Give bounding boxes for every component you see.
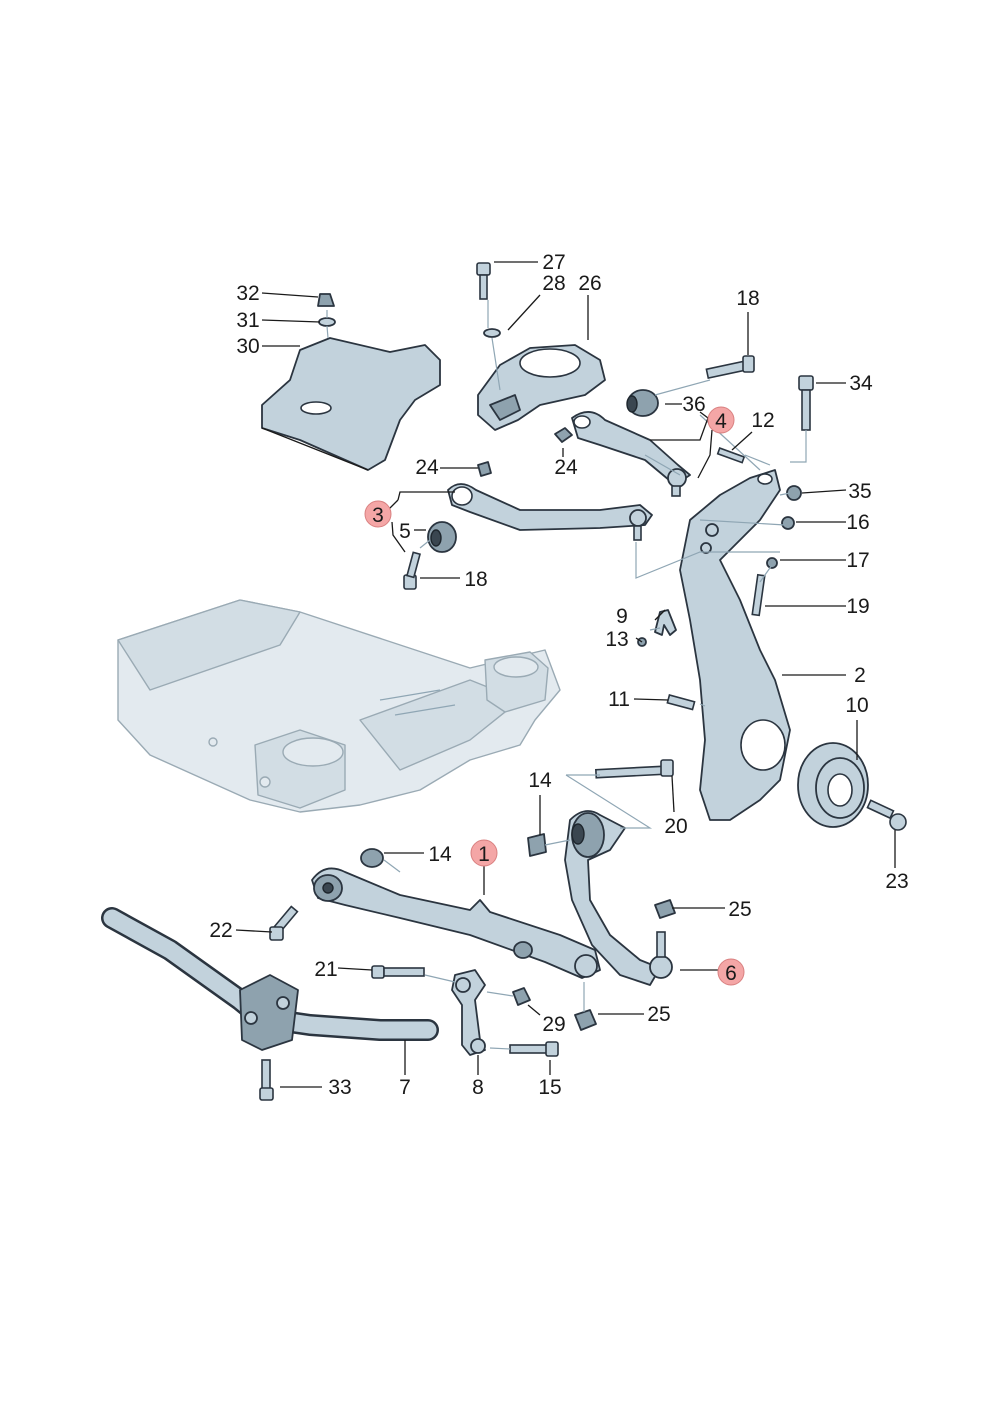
callout-30: 30	[236, 335, 259, 358]
callout-18-upper: 18	[736, 287, 759, 310]
nut-32	[317, 293, 335, 307]
bolt-15	[509, 1041, 559, 1057]
nut-17	[766, 557, 778, 569]
callout-1: 1	[478, 843, 490, 866]
callout-34: 34	[849, 372, 873, 395]
callout-8: 8	[472, 1076, 484, 1099]
bushing-36	[626, 389, 659, 417]
strut-mount	[477, 344, 606, 431]
bolt-22	[269, 905, 299, 941]
bolt-18-upper	[705, 355, 755, 380]
nut-24-right	[554, 427, 573, 443]
callout-24-right: 24	[554, 456, 578, 479]
callout-27: 27	[542, 251, 565, 274]
steering-knuckle	[679, 469, 791, 821]
wheel-hub	[797, 742, 869, 828]
bushing-5	[427, 521, 457, 553]
upper-arm-3	[447, 483, 653, 541]
callout-11: 11	[608, 688, 630, 711]
lower-arm-6	[564, 810, 673, 986]
nut-25-upper	[654, 899, 676, 919]
washer-28	[483, 328, 501, 338]
leader-lines	[235, 261, 896, 1088]
nut-16	[781, 516, 795, 530]
assembly-lines	[326, 300, 807, 1050]
callout-10: 10	[845, 694, 868, 717]
callout-17: 17	[846, 549, 869, 572]
bolt-23	[866, 799, 907, 831]
callout-13: 13	[605, 628, 628, 651]
bolt-20	[594, 759, 674, 779]
bolt-18-lower	[403, 551, 421, 590]
stabilizer-bar	[101, 907, 439, 1051]
bolt-34	[798, 375, 814, 431]
bracket-9	[654, 609, 677, 636]
bolt-11	[666, 694, 696, 711]
nut-25-lower	[574, 1009, 597, 1031]
bolt-33	[259, 1059, 274, 1101]
nut-29	[512, 987, 531, 1006]
nut-24-left	[477, 461, 492, 477]
callout-22: 22	[209, 919, 232, 942]
callout-highlights	[364, 406, 745, 986]
callout-12: 12	[751, 409, 774, 432]
callout-36: 36	[682, 393, 705, 416]
callout-25-lower: 25	[647, 1003, 670, 1026]
bolt-12	[716, 447, 746, 464]
callout-20: 20	[664, 815, 687, 838]
bolt-21	[371, 965, 425, 979]
callout-2: 2	[854, 664, 866, 687]
washer-31	[318, 317, 336, 327]
callout-31: 31	[236, 309, 259, 332]
callout-4: 4	[715, 410, 727, 433]
callout-14-upper: 14	[528, 769, 552, 792]
nut-14-upper	[527, 833, 547, 857]
callout-5: 5	[399, 520, 411, 543]
callout-14-lower: 14	[428, 843, 452, 866]
callout-21: 21	[314, 958, 337, 981]
nut-14-lower	[360, 848, 384, 868]
cover-plate	[261, 337, 441, 471]
callout-18-lower: 18	[464, 568, 487, 591]
coupling-rod	[451, 969, 486, 1056]
callout-7: 7	[399, 1076, 411, 1099]
callout-15: 15	[538, 1076, 561, 1099]
callout-3: 3	[372, 504, 384, 527]
callout-25-upper: 25	[728, 898, 751, 921]
bolt-27	[476, 262, 491, 300]
callout-16: 16	[846, 511, 869, 534]
callout-labels: 1 2 3 4 5 6 7 8 9 10 11 12 13 14 14 15 1…	[209, 251, 908, 1099]
lower-arm-1	[311, 867, 601, 979]
callout-33: 33	[328, 1076, 351, 1099]
subframe	[117, 599, 561, 813]
callout-6: 6	[725, 962, 737, 985]
bolt-19	[751, 573, 766, 617]
callout-26: 26	[578, 272, 601, 295]
callout-23: 23	[885, 870, 908, 893]
callout-28: 28	[542, 272, 565, 295]
callout-19: 19	[846, 595, 869, 618]
callout-35: 35	[848, 480, 871, 503]
callout-29: 29	[542, 1013, 565, 1036]
callout-9: 9	[616, 605, 628, 628]
callout-32: 32	[236, 282, 259, 305]
callout-24-left: 24	[415, 456, 439, 479]
upper-arm-4	[571, 411, 691, 497]
